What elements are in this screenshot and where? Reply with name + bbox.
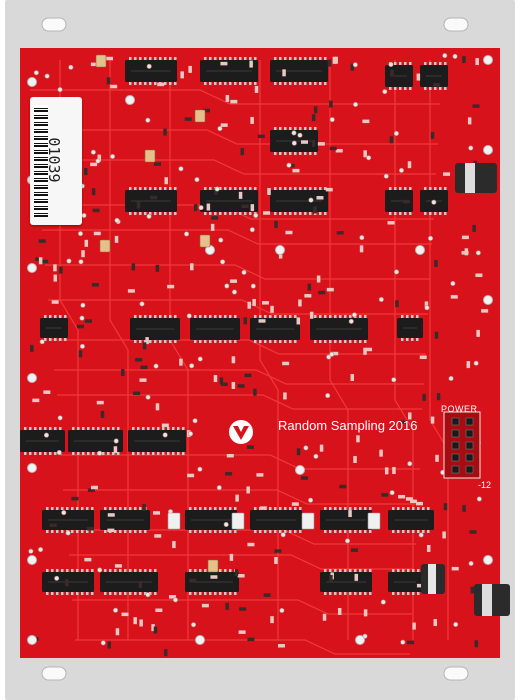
- ic-chips: [20, 57, 448, 595]
- serial-sticker: 01039: [30, 97, 82, 225]
- sticker-number: 01039: [45, 137, 63, 183]
- rail-label: -12: [478, 480, 492, 490]
- power-header: [443, 411, 481, 479]
- mounting-hole-icon: [443, 666, 469, 681]
- capacitor-bottom-right: [474, 584, 510, 616]
- capacitor-lower-mid: [421, 564, 445, 594]
- barcode: [34, 105, 48, 217]
- mounting-hole-icon: [41, 17, 67, 32]
- board-title: Random Sampling 2016: [278, 418, 418, 433]
- capacitor-top-right: [455, 163, 497, 193]
- logo-icon: [229, 420, 253, 444]
- mounting-hole-icon: [41, 666, 67, 681]
- power-label: POWER: [441, 404, 478, 414]
- pcb-traces: [30, 60, 449, 655]
- mounting-hole-icon: [443, 17, 469, 32]
